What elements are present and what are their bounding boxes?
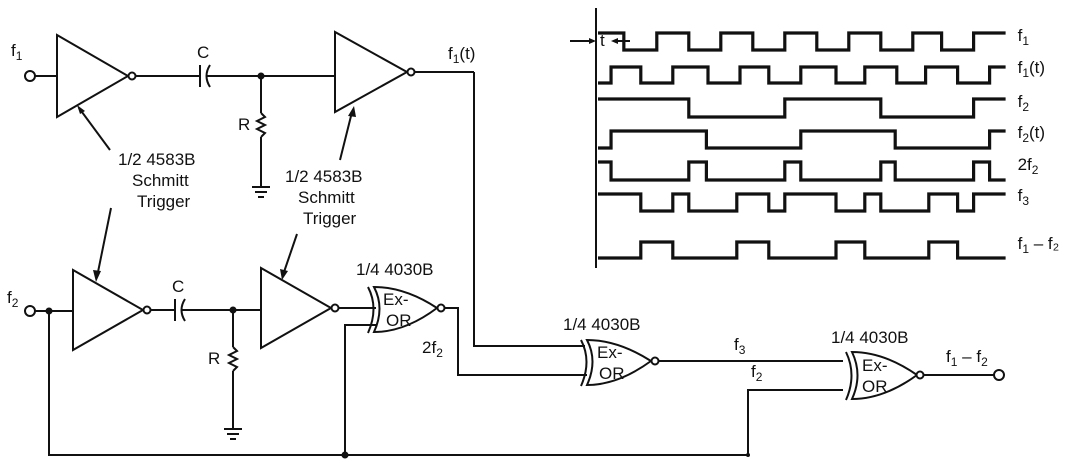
inverter-bubble [436, 303, 446, 313]
schmitt-line3: Trigger [303, 209, 357, 228]
inverter-bubble [330, 303, 340, 313]
f2-net-label: f2 [751, 362, 763, 384]
xor-part-label: 1/4 4030B [356, 260, 434, 279]
capacitor-2: C [172, 277, 186, 322]
capacitor-1-label: C [197, 43, 209, 62]
schmitt-trigger-4-symbol [260, 266, 334, 350]
schmitt-trigger-4 [260, 266, 340, 350]
xor-input-curve [367, 286, 375, 334]
waveform-f1-f2 [598, 240, 1006, 260]
resistor-1: R [238, 76, 270, 198]
output-label: f1 – f2 [946, 347, 988, 369]
xor-body [850, 350, 919, 401]
inverter-bubble [650, 356, 660, 366]
xor-part-label: 1/4 4030B [563, 315, 641, 334]
inverter-bubble [406, 67, 416, 77]
schmitt-label-2: 1/2 4583B Schmitt Trigger [280, 106, 363, 280]
waveform-label-2f2: 2f2 [1018, 155, 1039, 177]
resistor-2: R [208, 310, 242, 440]
xor-text-1: Ex- [862, 356, 888, 375]
junction-dot [746, 453, 750, 457]
timing-diagram: t f1 f1(t) f2 f2(t) 2f2 f3 f1 – f₂ [570, 8, 1059, 268]
f2-input: f2 [7, 288, 843, 459]
waveform-label-f1: f1 [1018, 26, 1030, 48]
capacitor-1: C [197, 43, 211, 88]
xor-text-2: OR [862, 377, 888, 396]
xor-gate-2: 1/4 4030B Ex- OR [563, 315, 660, 387]
arrowhead [611, 38, 618, 44]
xor-part-label: 1/4 4030B [831, 328, 909, 347]
waveform-f1 [598, 31, 1006, 52]
wire [344, 324, 376, 455]
resistor-zigzag [226, 346, 240, 372]
waveform-label-f1t: f1(t) [1018, 58, 1045, 80]
f1-input-terminal [24, 70, 36, 82]
inverter-bubble [142, 305, 152, 315]
pointer-arrow [283, 233, 298, 273]
arrowhead [348, 106, 356, 117]
waveform-f1t [598, 65, 1006, 85]
schmitt-part-label: 1/2 4583B [118, 150, 196, 169]
f2-input-terminal [24, 305, 36, 317]
f3-label: f3 [734, 335, 746, 357]
schmitt-trigger-3 [72, 268, 152, 352]
wire-f2-feedback [48, 311, 843, 456]
waveform-label-f2: f2 [1018, 92, 1030, 114]
f1-input-label: f1 [11, 41, 23, 63]
xor-text-1: Ex- [597, 343, 623, 362]
schmitt-part-label: 1/2 4583B [285, 167, 363, 186]
schmitt-label-1: 1/2 4583B Schmitt Trigger [77, 105, 196, 282]
waveform-f2 [598, 97, 1006, 119]
schmitt-trigger-2-symbol [334, 30, 410, 114]
xor-text-2: OR [599, 364, 625, 383]
waveform-label-f1-f2: f1 – f₂ [1018, 234, 1060, 256]
xor-text-2: OR [386, 311, 412, 330]
waveform-label-f2t: f2(t) [1018, 123, 1045, 145]
pointer-arrow [339, 111, 353, 161]
inverter-bubble [127, 71, 137, 81]
xor-input-curve [580, 339, 588, 387]
ground-icon [224, 428, 242, 440]
schmitt-trigger-2 [334, 30, 416, 114]
xor-input-curve [845, 351, 853, 401]
f1t-label: f1(t) [448, 44, 475, 66]
pointer-arrow [78, 107, 111, 151]
schmitt-line2: Schmitt [298, 188, 355, 207]
inverter-bubble [915, 370, 925, 380]
f2-input-label: f2 [7, 288, 19, 310]
waveform-2f2 [598, 160, 1006, 182]
capacitor-2-label: C [172, 277, 184, 296]
arrowhead [77, 105, 85, 114]
schmitt-trigger-1 [56, 33, 137, 119]
resistor-zigzag [254, 112, 268, 138]
schmitt-trigger-3-symbol [72, 268, 146, 352]
pointer-arrow [97, 207, 112, 273]
2f2-label: 2f2 [422, 338, 443, 360]
schmitt-line3: Trigger [137, 192, 191, 211]
schmitt-line2: Schmitt [132, 171, 189, 190]
xor-text-1: Ex- [383, 290, 409, 309]
arrowhead [280, 269, 288, 280]
xor-gate-3: 1/4 4030B Ex- OR [831, 328, 925, 401]
arrowhead [589, 38, 596, 44]
resistor-1-label: R [238, 115, 250, 134]
waveform-f3 [598, 192, 1006, 213]
xor-gate-1: 1/4 4030B Ex- OR [356, 260, 446, 334]
waveform-label-f3: f3 [1018, 186, 1030, 208]
xor-body [372, 285, 439, 334]
schmitt-trigger-1-symbol [56, 33, 130, 119]
waveform-f2t [598, 129, 1006, 150]
f1-input: f1 [11, 41, 57, 82]
wire-2f2 [445, 307, 587, 376]
arrowhead [93, 270, 101, 282]
output-terminal [993, 369, 1005, 381]
xor-body [585, 338, 653, 387]
delay-label: t [600, 31, 605, 50]
wire-f1t [473, 72, 585, 347]
resistor-2-label: R [208, 349, 220, 368]
ground-icon [252, 186, 270, 198]
